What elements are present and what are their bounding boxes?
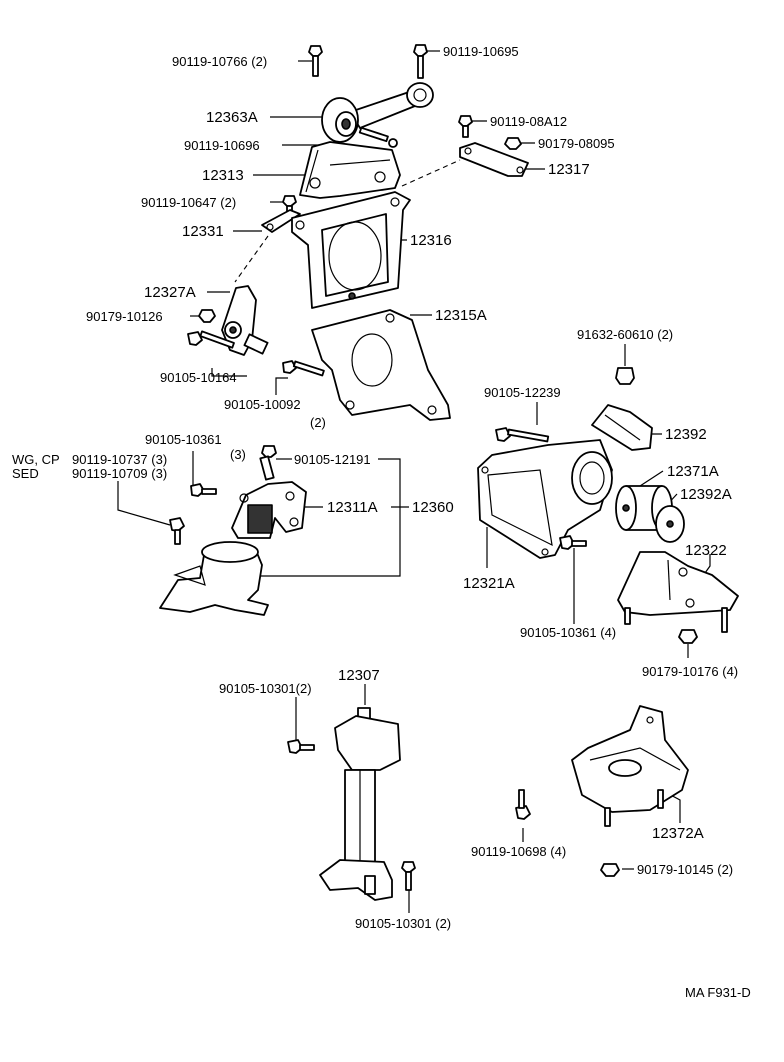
label-12392: 12392	[665, 426, 707, 443]
label-90119-10647: 90119-10647 (2)	[141, 195, 236, 210]
label-12315a: 12315A	[435, 307, 487, 324]
frame-bracket-12316	[291, 191, 411, 309]
bolt-90105-10092	[282, 360, 325, 377]
torque-rod-12363a	[321, 82, 434, 143]
bolt-90119-10737	[169, 517, 185, 545]
label-90119-10698: 90119-10698 (4)	[471, 844, 566, 859]
label-12321a: 12321A	[463, 575, 515, 592]
nut-90179-10145	[600, 863, 620, 877]
bolt-90105-12191	[259, 445, 277, 481]
bolt-90105-10301-left	[287, 739, 315, 754]
label-12311a: 12311A	[327, 499, 378, 516]
label-variant-sed: SED	[12, 466, 39, 481]
label-12363a: 12363A	[206, 109, 258, 126]
bolt-90105-10164	[187, 330, 235, 349]
label-90119-10696: 90119-10696	[184, 138, 260, 153]
bracket-12315a	[311, 309, 451, 421]
bracket-12313	[299, 141, 401, 199]
label-12307: 12307	[338, 667, 380, 684]
plate-12317	[459, 142, 529, 177]
nut-90179-10176	[678, 629, 698, 644]
bracket-12311a	[231, 481, 307, 539]
label-90119-10709: 90119-10709 (3)	[72, 466, 167, 481]
bolt-90105-10361-bottom	[559, 535, 587, 550]
strap-12331	[261, 209, 301, 233]
label-90119-10737: 90119-10737 (3)	[72, 452, 167, 467]
label-90105-10164: 90105-10164	[160, 370, 237, 385]
nut-90179-10126	[198, 309, 216, 323]
label-90179-10126: 90179-10126	[86, 309, 163, 324]
label-12331: 12331	[182, 223, 224, 240]
label-90105-12191: 90105-12191	[294, 452, 371, 467]
mount-12372a	[571, 705, 689, 827]
label-12372a: 12372A	[652, 825, 704, 842]
bolt-90105-10361-top	[190, 483, 217, 497]
callout-labels: 90119-10766 (2) 90119-10695 12363A 90119…	[12, 44, 751, 1000]
label-12316: 12316	[410, 232, 452, 249]
label-12313: 12313	[202, 167, 244, 184]
label-12327a: 12327A	[144, 284, 196, 301]
damper-12307	[319, 707, 401, 901]
bracket-12322	[617, 551, 739, 633]
label-12360: 12360	[412, 499, 454, 516]
label-90105-10092: 90105-10092	[224, 397, 301, 412]
label-90105-10361-top: 90105-10361	[145, 432, 222, 447]
washer-12392a	[655, 505, 685, 543]
bracket-12321a	[477, 439, 613, 559]
figure-code: MA F931-D	[685, 985, 751, 1000]
bolt-90119-10695	[413, 44, 428, 79]
bolt-90105-10301-bottom	[401, 861, 416, 891]
label-90105-10301-bottom: 90105-10301 (2)	[355, 916, 451, 931]
alignment-dashes	[234, 159, 461, 283]
label-90179-10176: 90179-10176 (4)	[642, 664, 738, 679]
label-90105-10361-bottom: 90105-10361 (4)	[520, 625, 616, 640]
nut-91632-60610	[615, 367, 635, 385]
label-90119-10695: 90119-10695	[443, 44, 519, 59]
insulator-12360	[159, 541, 269, 616]
bolt-90119-08a12	[458, 115, 473, 138]
bolt-90105-12239	[495, 427, 550, 443]
label-90105-12239: 90105-12239	[484, 385, 561, 400]
label-90179-10145: 90179-10145 (2)	[637, 862, 733, 877]
label-90105-10301-left: 90105-10301(2)	[219, 681, 312, 696]
label-12317: 12317	[548, 161, 590, 178]
label-90105-10361-top-qty: (3)	[230, 447, 246, 462]
label-90119-10766: 90119-10766 (2)	[172, 54, 267, 69]
label-91632-60610: 91632-60610 (2)	[577, 327, 673, 342]
bolt-90119-10696	[358, 126, 398, 148]
bolt-90119-10766	[308, 45, 323, 77]
label-12392a: 12392A	[680, 486, 732, 503]
cover-12392	[591, 404, 653, 451]
label-90179-08095: 90179-08095	[538, 136, 615, 151]
bolt-90119-10698	[515, 789, 531, 820]
bracket-12327a	[221, 285, 269, 356]
nut-90179-08095	[504, 137, 522, 150]
label-12322: 12322	[685, 542, 727, 559]
label-90119-08a12: 90119-08A12	[490, 114, 567, 129]
label-90105-10092-qty: (2)	[310, 415, 326, 430]
label-12371a: 12371A	[667, 463, 719, 480]
label-variant-wg-cp: WG, CP	[12, 452, 60, 467]
